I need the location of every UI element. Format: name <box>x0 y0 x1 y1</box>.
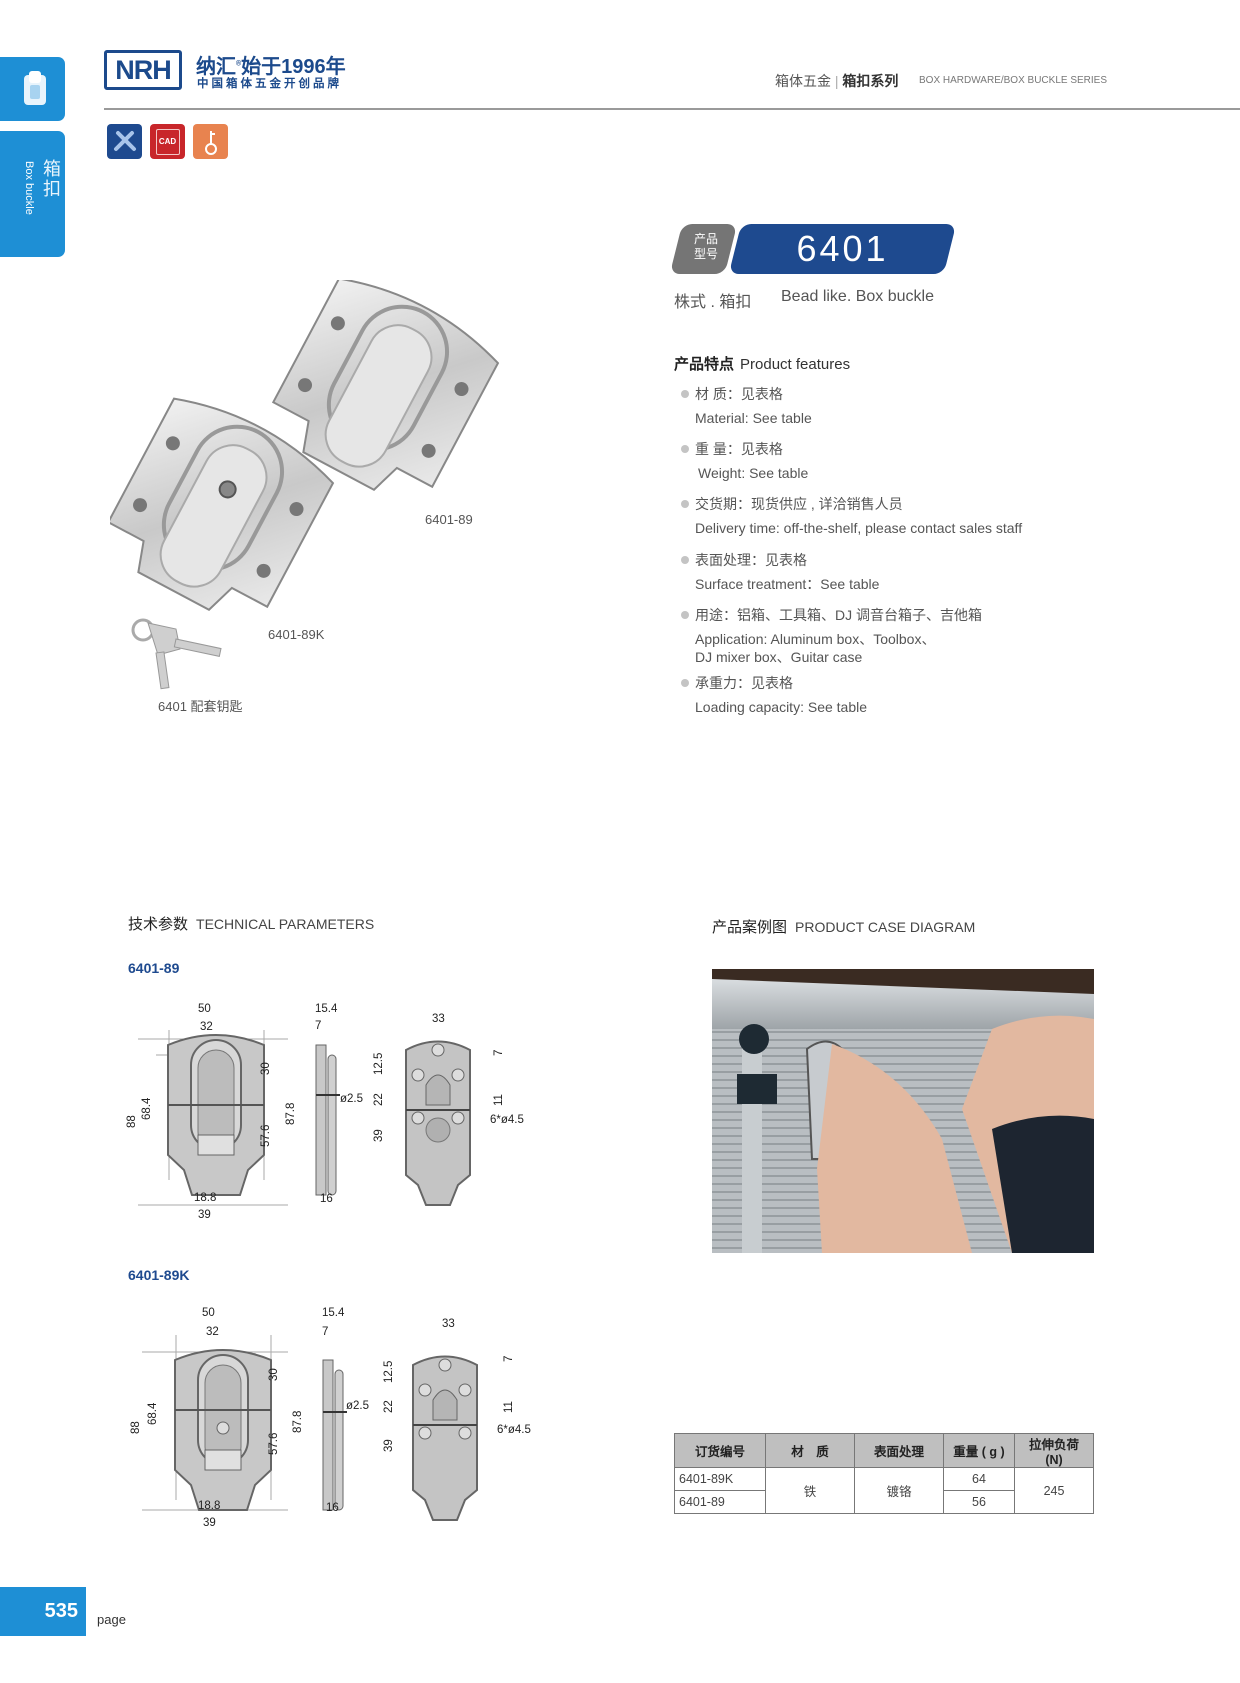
drawing-model-6401-89: 6401-89 <box>128 960 180 976</box>
dim-label: 30 <box>260 1062 272 1075</box>
dim-label: 18.8 <box>198 1500 221 1512</box>
model-number: 6401 <box>796 228 889 269</box>
col-weight: 重量 ( g ) <box>943 1433 1015 1468</box>
sidebar-home-tab[interactable] <box>0 57 65 121</box>
spec-table: 订货编号 材 质 表面处理 重量 ( g ) 拉伸负荷 (N) 6401-89K… <box>674 1433 1094 1514</box>
dim-label: 87.8 <box>292 1410 304 1433</box>
brand-subtitle: 中国箱体五金开创品牌 <box>197 78 342 90</box>
cell-load: 245 <box>1014 1467 1094 1514</box>
sidebar-category-en: Box buckle <box>23 161 35 215</box>
dim-label: 50 <box>202 1307 215 1319</box>
caption-6401-89: 6401-89 <box>425 512 473 527</box>
dim-label: 33 <box>442 1318 455 1330</box>
dim-label: 87.8 <box>285 1102 297 1125</box>
dim-label: ø2.5 <box>346 1400 370 1412</box>
col-order-code: 订货编号 <box>674 1433 766 1468</box>
model-label: 产品型号 <box>693 232 718 261</box>
cell-code: 6401-89 <box>674 1490 766 1514</box>
dim-label: 7 <box>315 1020 322 1032</box>
key-image <box>131 618 222 690</box>
dim-label: 7 <box>493 1049 505 1056</box>
dim-label: 57.6 <box>268 1432 280 1455</box>
buckle-icon <box>24 71 46 105</box>
page-number: 535 <box>0 1587 86 1636</box>
dim-label: 22 <box>373 1093 385 1106</box>
dim-label: 6*ø4.5 <box>497 1424 531 1436</box>
header-divider <box>104 108 1240 110</box>
header-category: 箱体五金 | 箱扣系列 <box>775 73 899 89</box>
table-row: 6401-89K 铁 镀铬 64 245 <box>674 1467 1094 1514</box>
caption-key: 6401 配套钥匙 <box>158 699 243 714</box>
header-category-en: BOX HARDWARE/BOX BUCKLE SERIES <box>919 75 1108 86</box>
design-tools-button[interactable] <box>107 124 142 159</box>
dim-label: 15.4 <box>315 1003 338 1015</box>
key-button[interactable] <box>193 124 228 159</box>
dim-label: 11 <box>503 1401 515 1413</box>
dim-label: 39 <box>203 1517 216 1529</box>
drawing-6401-89k <box>142 1335 478 1521</box>
case-photo <box>712 969 1094 1253</box>
cad-icon: CAD <box>155 128 180 155</box>
dim-label: 33 <box>432 1013 445 1025</box>
dim-label: 32 <box>200 1021 213 1033</box>
col-material: 材 质 <box>765 1433 855 1468</box>
dim-label: 50 <box>198 1003 211 1015</box>
dim-label: 16 <box>320 1193 333 1205</box>
page-label: page <box>97 1612 126 1627</box>
cell-weight: 56 <box>943 1490 1015 1514</box>
buckle-6401-89-image <box>271 280 500 491</box>
sidebar-category-cn: 箱扣 <box>41 159 61 199</box>
buckle-6401-89k-image <box>110 397 335 611</box>
product-photos <box>110 280 500 690</box>
table-row: 6401-89 56 <box>674 1490 1094 1514</box>
cell-weight: 64 <box>943 1467 1015 1491</box>
brand-name: 纳汇®始于1996年 <box>196 56 346 78</box>
dim-label: 57.6 <box>260 1124 272 1147</box>
nrh-logo: NRH <box>104 50 182 90</box>
cell-surface: 镀铬 <box>854 1467 944 1514</box>
caption-6401-89k: 6401-89K <box>268 627 325 642</box>
dim-label: 12.5 <box>383 1360 395 1383</box>
dim-label: 68.4 <box>147 1402 159 1425</box>
sidebar-category-tab[interactable]: Box buckle 箱扣 <box>0 131 65 257</box>
design-tools-icon <box>113 130 136 151</box>
cell-code: 6401-89K <box>674 1467 766 1491</box>
col-surface: 表面处理 <box>854 1433 944 1468</box>
col-load: 拉伸负荷 (N) <box>1014 1433 1094 1468</box>
dim-label: 39 <box>373 1129 385 1142</box>
dim-label: 18.8 <box>194 1192 217 1204</box>
key-icon <box>204 130 217 155</box>
dim-label: 16 <box>326 1502 339 1514</box>
dim-label: 68.4 <box>141 1097 153 1120</box>
dim-label: 32 <box>206 1326 219 1338</box>
dim-label: ø2.5 <box>340 1093 364 1105</box>
dim-label: 30 <box>268 1368 280 1381</box>
style-en: Bead like. Box buckle <box>781 288 934 305</box>
drawing-6401-89 <box>138 1030 471 1206</box>
dim-label: 6*ø4.5 <box>490 1114 524 1126</box>
style-cn: 株式 . 箱扣 <box>674 294 752 311</box>
dim-label: 88 <box>130 1421 142 1434</box>
dim-label: 7 <box>503 1355 515 1362</box>
dim-label: 88 <box>126 1115 138 1128</box>
dim-label: 15.4 <box>322 1307 345 1319</box>
dim-label: 7 <box>322 1326 329 1338</box>
cad-button[interactable]: CAD <box>150 124 185 159</box>
dim-label: 11 <box>493 1094 505 1106</box>
drawing-model-6401-89k: 6401-89K <box>128 1267 190 1283</box>
dim-label: 39 <box>198 1209 211 1221</box>
dim-label: 12.5 <box>373 1052 385 1075</box>
dim-label: 22 <box>383 1400 395 1413</box>
cell-material: 铁 <box>765 1467 855 1514</box>
dim-label: 39 <box>383 1439 395 1452</box>
